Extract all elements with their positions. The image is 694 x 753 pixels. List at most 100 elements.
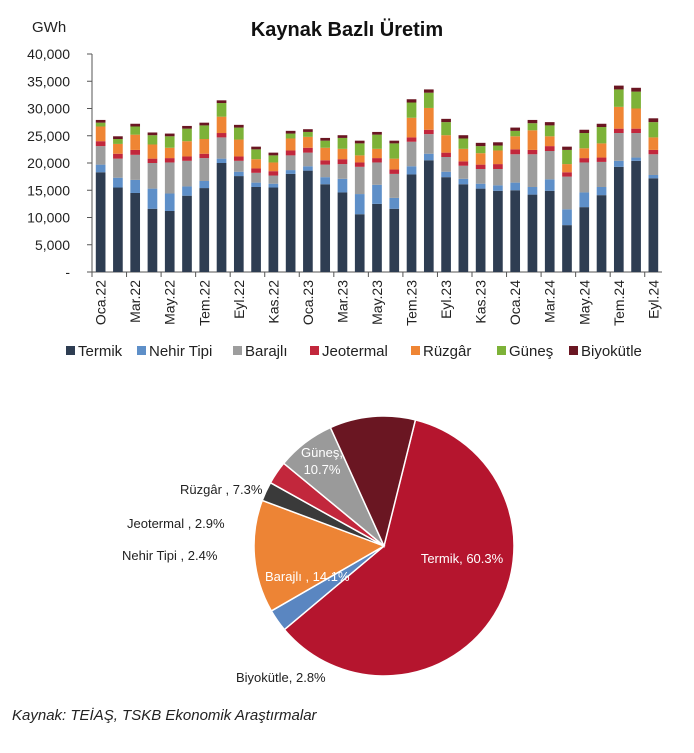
- legend-swatch: [411, 346, 420, 355]
- bar-segment: [354, 194, 365, 215]
- bar-segment: [423, 92, 434, 108]
- legend-swatch: [137, 346, 146, 355]
- bar-segment: [613, 85, 624, 90]
- bar-segment: [251, 159, 261, 169]
- bar-segment: [130, 123, 141, 127]
- x-tick-label: May.22: [162, 280, 178, 325]
- bar-segment: [199, 139, 210, 154]
- bar-segment: [631, 128, 641, 134]
- y-tick-label: 20,000: [27, 155, 70, 171]
- bar-segment: [527, 119, 538, 124]
- bar-segment: [337, 135, 348, 138]
- bar-segment: [303, 166, 313, 171]
- bar-segment: [130, 154, 141, 180]
- source-note: Kaynak: TEİAŞ, TSKB Ekonomik Araştırmala…: [12, 707, 317, 724]
- bar-segment: [648, 137, 659, 150]
- bar-segment: [199, 188, 210, 272]
- bar-segment: [544, 151, 555, 180]
- bar-segment: [233, 127, 244, 140]
- bar-segment: [458, 138, 469, 149]
- bar-segment: [562, 149, 572, 165]
- bar-segment: [320, 160, 331, 165]
- bar-segment: [354, 214, 365, 272]
- bar-segment: [441, 171, 451, 178]
- x-tick-label: Eyl.23: [438, 280, 454, 319]
- bar-segment: [389, 173, 400, 198]
- bar-segment: [130, 134, 141, 150]
- bar-segment: [423, 129, 434, 135]
- bar-segment: [527, 123, 538, 131]
- bar-segment: [475, 146, 486, 154]
- bar-segment: [596, 143, 607, 158]
- bar-segment: [164, 210, 175, 272]
- x-tick-label: Eyl.22: [231, 280, 247, 319]
- bar-segment: [233, 156, 244, 161]
- bar-segment: [493, 150, 503, 165]
- bar-segment: [527, 154, 538, 187]
- bar-segment: [233, 124, 244, 128]
- bar-segment: [423, 134, 434, 154]
- bar-segment: [544, 146, 555, 152]
- bar-segment: [354, 143, 365, 156]
- bar-segment: [113, 158, 123, 178]
- y-tick-label: 30,000: [27, 101, 70, 117]
- bar-segment: [268, 171, 279, 176]
- bar-segment: [544, 190, 555, 272]
- bar-segment: [130, 179, 141, 193]
- bar-segment: [596, 195, 607, 272]
- bar-segment: [113, 136, 123, 140]
- bar-segment: [423, 89, 434, 93]
- x-tick-label: Eyl.24: [645, 280, 661, 319]
- bar-segment: [337, 178, 348, 193]
- bar-segment: [441, 157, 451, 172]
- bar-segment: [562, 146, 572, 150]
- bar-segment: [337, 148, 348, 160]
- bar-segment: [389, 140, 400, 144]
- x-tick-label: May.23: [369, 280, 385, 325]
- bar-segment: [406, 166, 417, 175]
- bar-segment: [579, 207, 590, 272]
- bar-segment: [113, 153, 123, 159]
- bar-segment: [285, 130, 296, 134]
- bar-segment: [579, 148, 590, 159]
- x-tick-label: Mar.22: [127, 280, 143, 323]
- bar-segment: [458, 161, 469, 166]
- bar-segment: [147, 135, 158, 145]
- bar-segment: [113, 187, 123, 272]
- bar-segment: [631, 133, 641, 158]
- y-tick-label: -: [65, 264, 70, 280]
- bar-segment: [130, 126, 141, 135]
- legend-swatch: [233, 346, 242, 355]
- bar-segment: [182, 128, 192, 142]
- bar-segment: [285, 155, 296, 171]
- bar-segment: [147, 163, 158, 189]
- x-tick-label: Kas.23: [473, 280, 489, 324]
- bar-segment: [164, 193, 175, 211]
- legend-swatch: [310, 346, 319, 355]
- bar-segment: [389, 169, 400, 174]
- legend-label: Termik: [78, 343, 123, 360]
- bar-segment: [216, 163, 227, 272]
- bar-segment: [648, 118, 659, 123]
- bar-segment: [251, 146, 261, 150]
- bar-segment: [337, 164, 348, 179]
- bar-segment: [372, 184, 382, 204]
- bar-segment: [510, 127, 521, 131]
- pie-label: Jeotermal , 2.9%: [127, 516, 225, 531]
- bar-segment: [285, 170, 296, 174]
- bar-segment: [458, 148, 469, 162]
- bar-segment: [95, 172, 106, 272]
- bar-segment: [475, 164, 486, 169]
- bar-segment: [613, 128, 624, 134]
- bar-segment: [303, 152, 313, 167]
- bar-segment: [544, 179, 555, 191]
- bar-segment: [493, 190, 503, 272]
- x-tick-label: Mar.23: [334, 280, 350, 323]
- bar-segment: [251, 168, 261, 173]
- bar-segment: [337, 159, 348, 165]
- bar-segment: [216, 103, 227, 117]
- bar-segment: [579, 162, 590, 193]
- bar-segment: [510, 149, 521, 155]
- y-tick-label: 35,000: [27, 73, 70, 89]
- bar-segment: [337, 137, 348, 149]
